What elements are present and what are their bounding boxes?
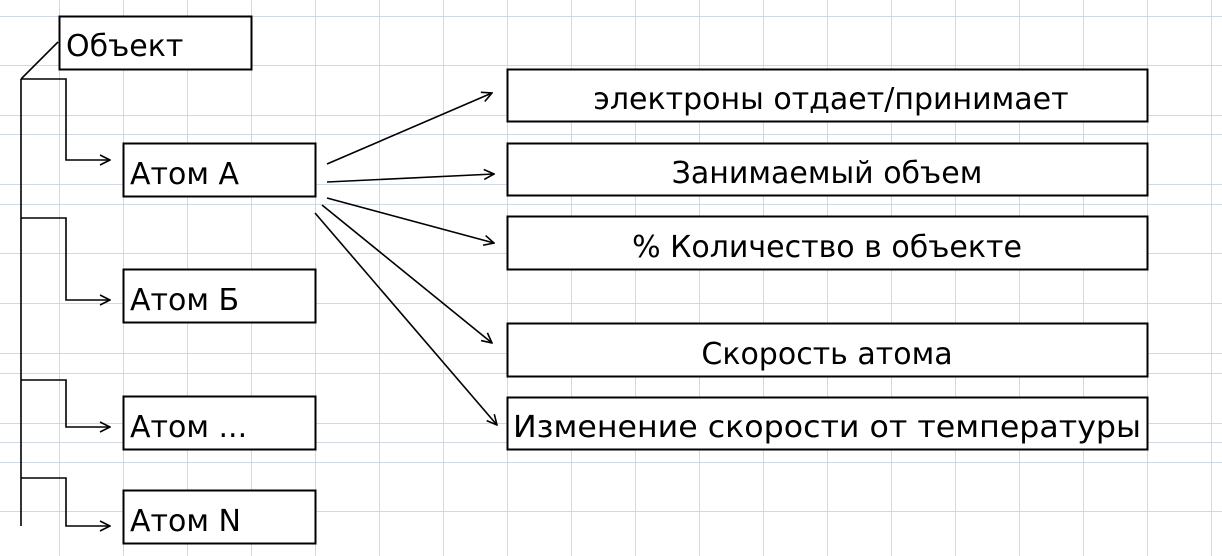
property-box-2: Занимаемый объем [506, 142, 1149, 197]
property-box-5: Изменение скорости от температуры [506, 396, 1149, 451]
tree-connectors [20, 41, 110, 526]
property-label: электроны отдает/принимает [593, 82, 1068, 117]
arrow-to-property-5 [314, 212, 497, 425]
property-box-4: Скорость атома [506, 322, 1149, 378]
atom-label: Атом Б [130, 283, 239, 318]
property-label: Скорость атома [701, 337, 952, 372]
arrow-to-property-2 [326, 174, 494, 183]
arrow-to-property-3 [326, 197, 494, 243]
root-label: Объект [66, 29, 183, 64]
arrow-to-property-4 [321, 204, 492, 343]
branch-atom-a [21, 78, 110, 160]
branch-atom-n [21, 477, 110, 526]
root-connector [20, 41, 59, 80]
atom-label: Атом N [130, 504, 241, 539]
property-label: Изменение скорости от температуры [513, 410, 1141, 445]
root-box: Объект [58, 15, 253, 71]
atom-box-n: Атом N [122, 489, 317, 545]
property-label: Занимаемый объем [672, 156, 983, 191]
branch-atom-etc [21, 379, 110, 427]
property-box-1: электроны отдает/принимает [506, 68, 1149, 123]
property-arrows [314, 93, 497, 425]
atom-box-etc: Атом ... [122, 395, 317, 451]
property-box-3: % Количество в объекте [506, 215, 1149, 271]
branch-atom-b [21, 217, 110, 300]
property-label: % Количество в объекте [632, 230, 1022, 265]
atom-box-b: Атом Б [122, 268, 317, 324]
atom-box-a: Атом А [122, 142, 317, 198]
atom-label: Атом А [130, 157, 240, 192]
atom-label: Атом ... [130, 410, 247, 445]
arrow-to-property-1 [326, 93, 492, 165]
